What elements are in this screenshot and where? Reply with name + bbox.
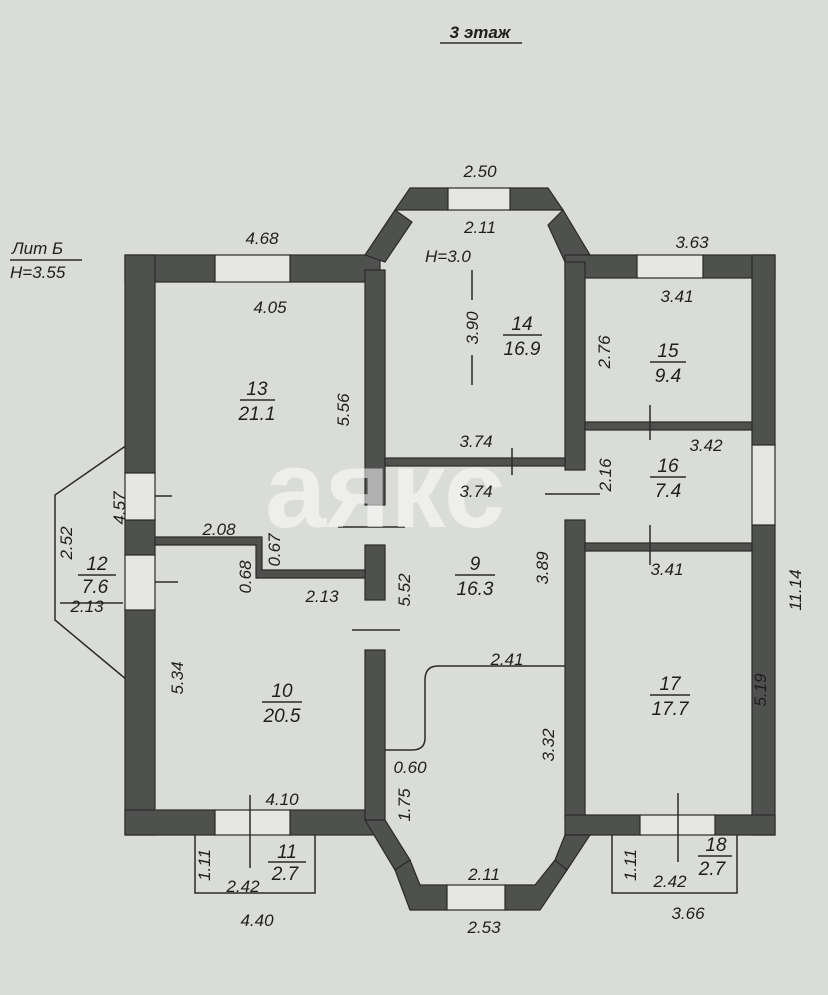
dim: 3.89: [533, 551, 552, 585]
svg-text:13: 13: [246, 379, 268, 400]
svg-text:9: 9: [470, 554, 481, 575]
svg-text:2.7: 2.7: [698, 859, 727, 880]
svg-text:16.3: 16.3: [457, 579, 494, 600]
svg-text:9.4: 9.4: [655, 366, 681, 387]
svg-text:21.1: 21.1: [238, 404, 276, 425]
dim: 3.74: [459, 432, 492, 451]
dim: 1.75: [395, 788, 414, 822]
room-10: 10 20.5: [262, 681, 302, 727]
room-15: 159.4: [650, 341, 686, 387]
annex-outlines: [54, 444, 738, 894]
dim: 3.41: [650, 560, 683, 579]
dim: 4.10: [265, 790, 299, 809]
room-11: 112.7: [268, 842, 306, 885]
dim: 3.66: [671, 904, 705, 923]
svg-text:17: 17: [659, 674, 682, 695]
dim: 3.42: [689, 436, 723, 455]
dim: 3.41: [660, 287, 693, 306]
dim: 0.68: [236, 560, 255, 594]
room-12: 127.6: [78, 554, 116, 598]
svg-text:7.4: 7.4: [655, 481, 681, 502]
dim: 3.90: [463, 311, 482, 345]
dim: 2.11: [467, 865, 500, 884]
dim: 4.57: [110, 491, 129, 525]
dim: 3.63: [675, 233, 709, 252]
dim: 3.32: [539, 728, 558, 762]
dim: 0.60: [393, 758, 427, 777]
dim: 5.56: [334, 393, 353, 427]
svg-text:17.7: 17.7: [652, 699, 690, 720]
svg-text:14: 14: [511, 314, 532, 335]
dim: 0.67: [265, 533, 284, 567]
dim: 5.19: [751, 673, 770, 707]
room-18: 182.7: [698, 835, 732, 880]
horizontal-dimensions: 2.50 4.68 3.63 2.11 4.05 3.41 3.74 3.74 …: [69, 162, 723, 937]
room-16: 167.4: [650, 456, 686, 502]
dim: 5.34: [168, 661, 187, 694]
lit-label: Лит Б: [11, 239, 63, 258]
dim: 1.11: [621, 849, 640, 881]
dim: 2.42: [652, 872, 687, 891]
room-9: 916.3: [455, 554, 495, 600]
dim: 2.08: [201, 520, 236, 539]
dim: 4.05: [253, 298, 287, 317]
building-label: Лит Б H=3.55: [10, 239, 82, 282]
svg-text:11: 11: [277, 842, 297, 863]
watermark-logo: аякс: [265, 428, 505, 551]
dim: 1.11: [195, 849, 214, 881]
svg-text:16: 16: [657, 456, 679, 477]
dim: 2.53: [466, 918, 501, 937]
dim: 2.13: [69, 597, 104, 616]
floor-title: 3 этаж: [450, 23, 512, 42]
dim: 4.40: [240, 911, 274, 930]
dim: 4.68: [245, 229, 279, 248]
svg-text:10: 10: [271, 681, 293, 702]
walls: [124, 187, 776, 911]
dim: 2.76: [595, 335, 614, 370]
dim: 2.41: [489, 650, 523, 669]
dim: 3.74: [459, 482, 492, 501]
svg-text:20.5: 20.5: [263, 706, 301, 727]
svg-text:16.9: 16.9: [504, 339, 541, 360]
room-14: 14 16.9: [503, 314, 542, 360]
dim: 2.13: [304, 587, 339, 606]
dim: 2.42: [225, 877, 260, 896]
height-label: H=3.55: [10, 263, 66, 282]
dim: 2.50: [462, 162, 497, 181]
ceiling-height-label: H=3.0: [425, 247, 471, 266]
svg-text:2.7: 2.7: [271, 864, 300, 885]
dim: 5.52: [395, 573, 414, 607]
room-13: 13 21.1: [238, 379, 276, 425]
svg-text:12: 12: [86, 554, 108, 575]
room-17: 17 17.7: [650, 674, 690, 720]
svg-text:7.6: 7.6: [82, 577, 109, 598]
vertical-dimensions: 3.90 5.56 2.76 4.57 2.52 0.68 0.67 5.52 …: [57, 311, 805, 881]
dimension-lines: [60, 270, 679, 868]
dim: 2.16: [596, 458, 615, 493]
dim: 11.14: [786, 569, 805, 610]
svg-text:18: 18: [705, 835, 727, 856]
svg-text:15: 15: [657, 341, 679, 362]
windows: [124, 187, 776, 911]
dim: 2.52: [57, 526, 76, 561]
dim: 2.11: [463, 218, 496, 237]
